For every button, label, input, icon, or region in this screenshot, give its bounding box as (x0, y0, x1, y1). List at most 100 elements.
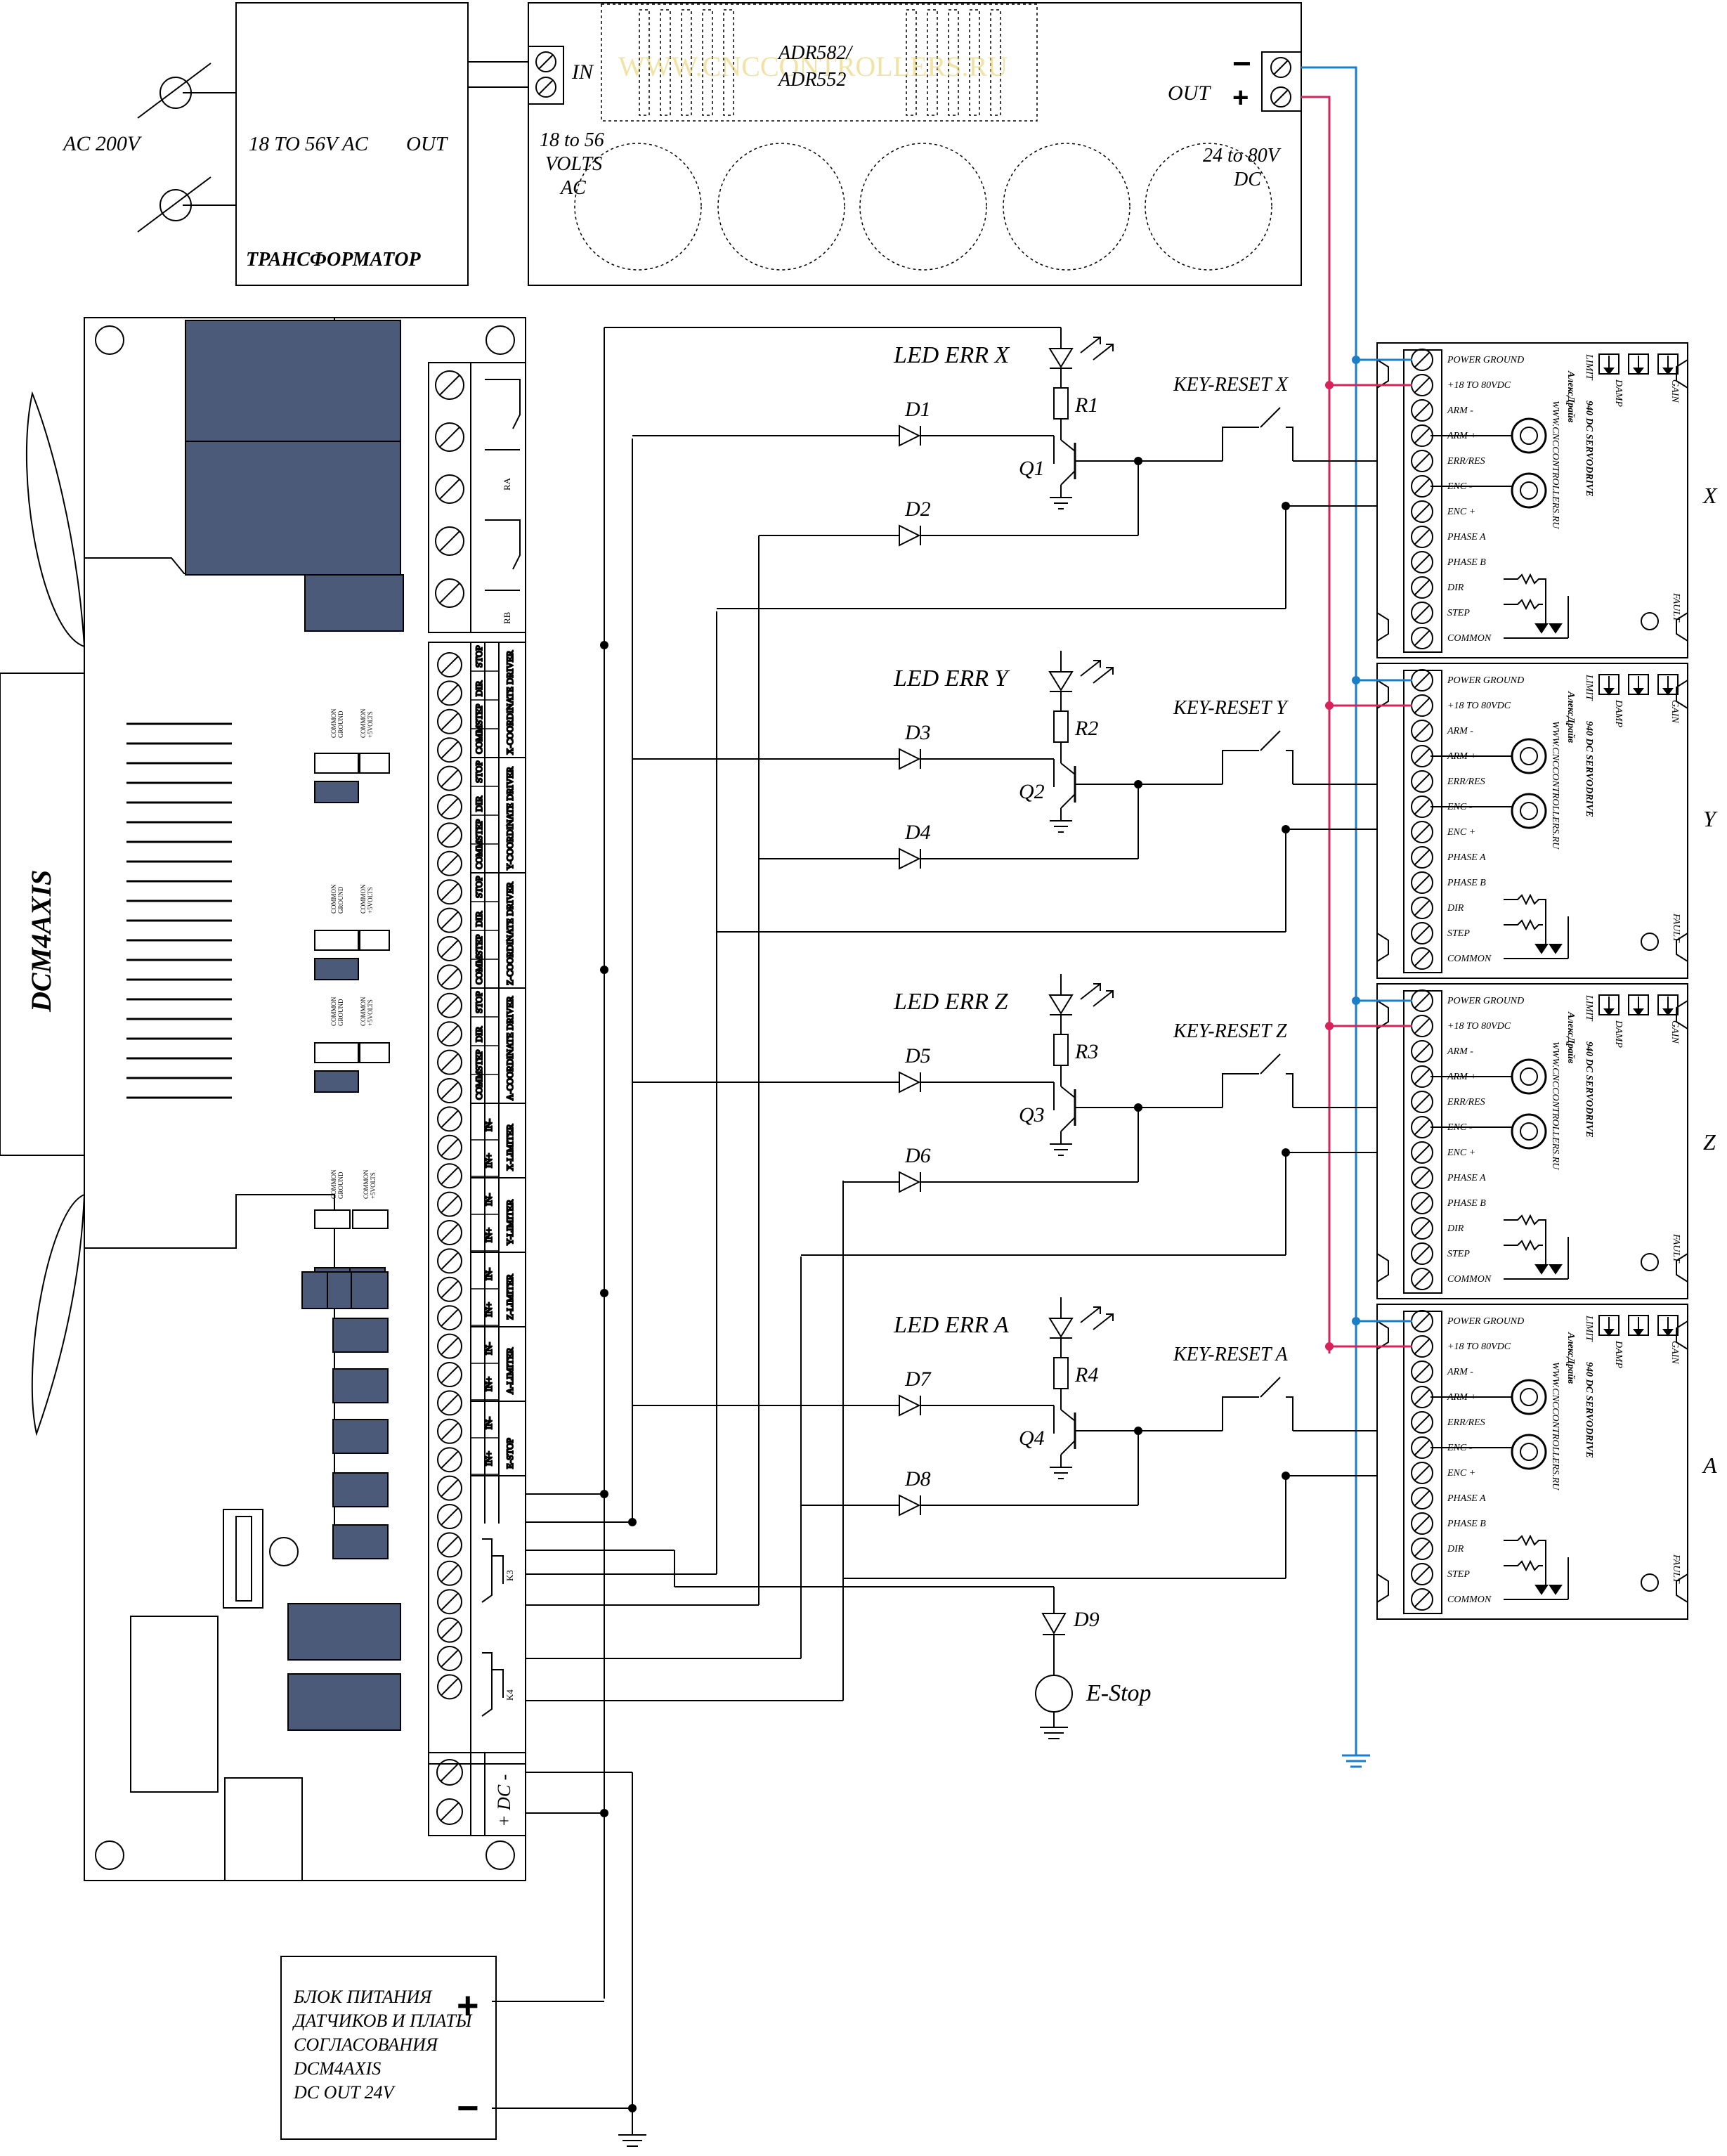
diode-label: D2 (904, 498, 931, 521)
driver-pin-label: COMM (474, 1070, 484, 1100)
pot-label-gain: GAIN (1669, 700, 1680, 723)
svg-text:+5VOLTS: +5VOLTS (367, 999, 374, 1026)
limiter-pin-label: IN+ (483, 1302, 494, 1317)
servo-terminal-label: DIR (1447, 1223, 1464, 1234)
dc-label: + DC - (494, 1774, 514, 1827)
svg-text:COMMON: COMMON (360, 884, 367, 914)
resistor-label: R2 (1074, 717, 1098, 740)
servo-terminal-label: POWER GROUND (1447, 1316, 1524, 1327)
power-supply-adr582 (528, 2, 1302, 286)
pot-label-damp: DAMP (1613, 379, 1624, 407)
servo-terminal-label: ERR/RES (1447, 456, 1485, 467)
psu-in-spec-3: AC (559, 177, 586, 199)
limiter-title: Z-LIMITER (504, 1274, 515, 1320)
fault-label: FAULT (1671, 1233, 1681, 1264)
limiter-title: A-LIMITER (504, 1347, 515, 1394)
servo-terminal-label: ARM + (1447, 431, 1477, 441)
key-reset-label: KEY-RESET A (1173, 1344, 1288, 1365)
axis-label: Z (1703, 1129, 1716, 1155)
fault-label: FAULT (1671, 1554, 1681, 1584)
servo-terminal-label: ERR/RES (1447, 1097, 1485, 1108)
estop-diode-label: D9 (1073, 1608, 1100, 1631)
main-terminal-block (428, 642, 526, 1765)
servo-drive-z (1376, 983, 1688, 1299)
servo-terminal-label: COMMON (1447, 954, 1492, 964)
supply24-line4: DCM4AXIS (293, 2058, 381, 2079)
transformer-name: ТРАНСФОРМАТОР (246, 249, 421, 271)
driver-group-title: Y-COORDINATE DRIVER (504, 767, 515, 870)
servo-title: 940 DC SERVODRIVE (1584, 721, 1594, 817)
servo-terminal-label: DIR (1447, 1544, 1464, 1554)
pot-label-limit: LIMIT (1584, 1315, 1594, 1342)
board-cable-top (26, 391, 85, 647)
pot-label-damp: DAMP (1613, 1340, 1624, 1368)
psu-out-minus: − (1232, 45, 1251, 82)
driver-pin-label: DIR (474, 680, 484, 696)
servo-brand: АлексДрайв (1565, 691, 1576, 743)
driver-pin-label: STOP (474, 991, 484, 1013)
pot-label-limit: LIMIT (1584, 353, 1594, 381)
servo-terminal-label: COMMON (1447, 1274, 1492, 1285)
servo-terminal-label: +18 TO 80VDC (1447, 701, 1511, 711)
servo-terminal-label: DIR (1447, 583, 1464, 593)
key-reset-label: KEY-RESET Y (1173, 697, 1289, 719)
limiter-title: X-LIMITER (504, 1124, 515, 1171)
supply24-line1: БЛОК ПИТАНИЯ (293, 1987, 433, 2007)
driver-pin-label: STEP (474, 704, 484, 725)
driver-pin-label: COMM (474, 725, 484, 754)
svg-text:COMMON: COMMON (363, 1169, 370, 1199)
servo-terminal-label: ENC - (1447, 802, 1473, 812)
svg-text:COMMON: COMMON (330, 1169, 337, 1199)
diode-label: D1 (904, 398, 931, 421)
servo-terminal-label: +18 TO 80VDC (1447, 1342, 1511, 1352)
servo-terminal-label: ENC + (1447, 1148, 1475, 1158)
limiter-pin-label: IN+ (483, 1377, 494, 1391)
transformer (235, 2, 469, 286)
servo-terminal-label: PHASE B (1447, 1198, 1486, 1209)
servo-terminal-label: PHASE B (1447, 878, 1486, 888)
psu-out-spec-2: DC (1233, 169, 1261, 190)
supply24-plus: + (457, 1985, 479, 2027)
driver-pin-label: STOP (474, 760, 484, 783)
servo-site: WWW.CNCCONTROLLERS.RU (1550, 401, 1560, 529)
svg-text:GROUND: GROUND (337, 1171, 344, 1199)
pot-label-gain: GAIN (1669, 1341, 1680, 1364)
servo-terminal-label: ERR/RES (1447, 777, 1485, 787)
limiter-pin-label: IN- (483, 1193, 494, 1206)
error-channel-a (632, 1297, 1391, 1579)
servo-terminal-label: ARM - (1447, 726, 1473, 736)
servo-site: WWW.CNCCONTROLLERS.RU (1550, 1041, 1560, 1170)
k-relays (481, 1538, 504, 1717)
driver-group-title: A-COORDINATE DRIVER (504, 996, 515, 1100)
diode-label: D8 (904, 1467, 931, 1491)
transistor-label: Q2 (1019, 780, 1045, 803)
diode-label: D5 (904, 1044, 931, 1067)
servo-terminal-label: COMMON (1447, 633, 1492, 644)
resistor-label: R1 (1074, 394, 1098, 417)
psu-model-line2: ADR552 (777, 69, 846, 91)
error-channel-z (632, 974, 1391, 1256)
servo-terminal-label: STEP (1447, 608, 1470, 618)
relay-label-rb: RB (502, 611, 512, 624)
limiter-pin-label: IN+ (483, 1153, 494, 1168)
dc-terminal-block (428, 1752, 526, 1836)
supply24-line2: ДАТЧИКОВ И ПЛАТЫ (292, 2011, 473, 2031)
servo-terminal-label: PHASE A (1447, 532, 1486, 543)
supply24-line3: СОГЛАСОВАНИЯ (294, 2034, 439, 2055)
pot-label-damp: DAMP (1613, 699, 1624, 727)
limiter-title: Y-LIMITER (504, 1200, 515, 1245)
servo-terminal-label: DIR (1447, 903, 1464, 914)
servo-site: WWW.CNCCONTROLLERS.RU (1550, 1362, 1560, 1491)
servo-terminal-label: PHASE B (1447, 1519, 1486, 1529)
svg-text:+5VOLTS: +5VOLTS (370, 1172, 377, 1199)
servo-terminal-label: ARM - (1447, 1367, 1473, 1377)
psu-out-label: OUT (1168, 82, 1211, 105)
driver-pin-label: STEP (474, 935, 484, 956)
servo-terminal-label: COMMON (1447, 1595, 1492, 1605)
dcm4axis-panel (0, 673, 85, 1156)
estop-label: E-Stop (1086, 1680, 1152, 1706)
psu-model-line1: ADR582/ (777, 42, 853, 64)
